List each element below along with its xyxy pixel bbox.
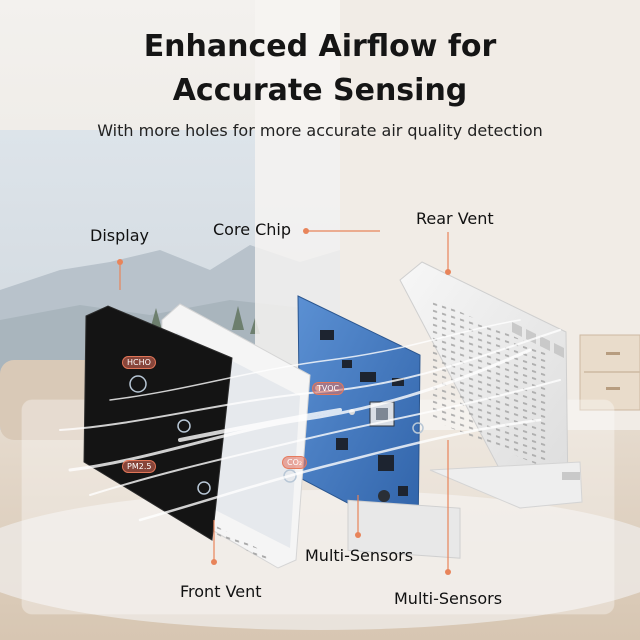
headline-line-2: Accurate Sensing [172,73,468,108]
core-chip-callout: Core Chip [213,220,292,239]
callout-leaders [119,230,449,572]
hcho-sensor-label: HCHO [122,356,156,369]
front-vent-holes [203,520,270,562]
pm25-sensor-label: PM2.5 [122,460,157,473]
board-base [347,499,461,559]
callout-dots [117,228,451,575]
headline-line-1: Enhanced Airflow for [143,29,497,64]
tvoc-sensor-label: TVOC [312,382,345,395]
sofa [0,360,110,440]
display-callout: Display [90,226,149,245]
subtitle: With more holes for more accurate air qu… [97,121,543,140]
display-panel [83,305,233,541]
co2-sensor-label: CO₂ [282,456,308,469]
rear-vent-callout: Rear Vent [416,209,494,228]
sensor-component [378,490,390,502]
multi-sensors-callout-1: Multi-Sensors [305,546,414,565]
rug [0,490,640,630]
multi-sensors-callout-2: Multi-Sensors [394,589,503,608]
front-vent-callout: Front Vent [180,582,262,601]
rear-stand [429,461,583,509]
rear-vent-holes [430,298,550,470]
